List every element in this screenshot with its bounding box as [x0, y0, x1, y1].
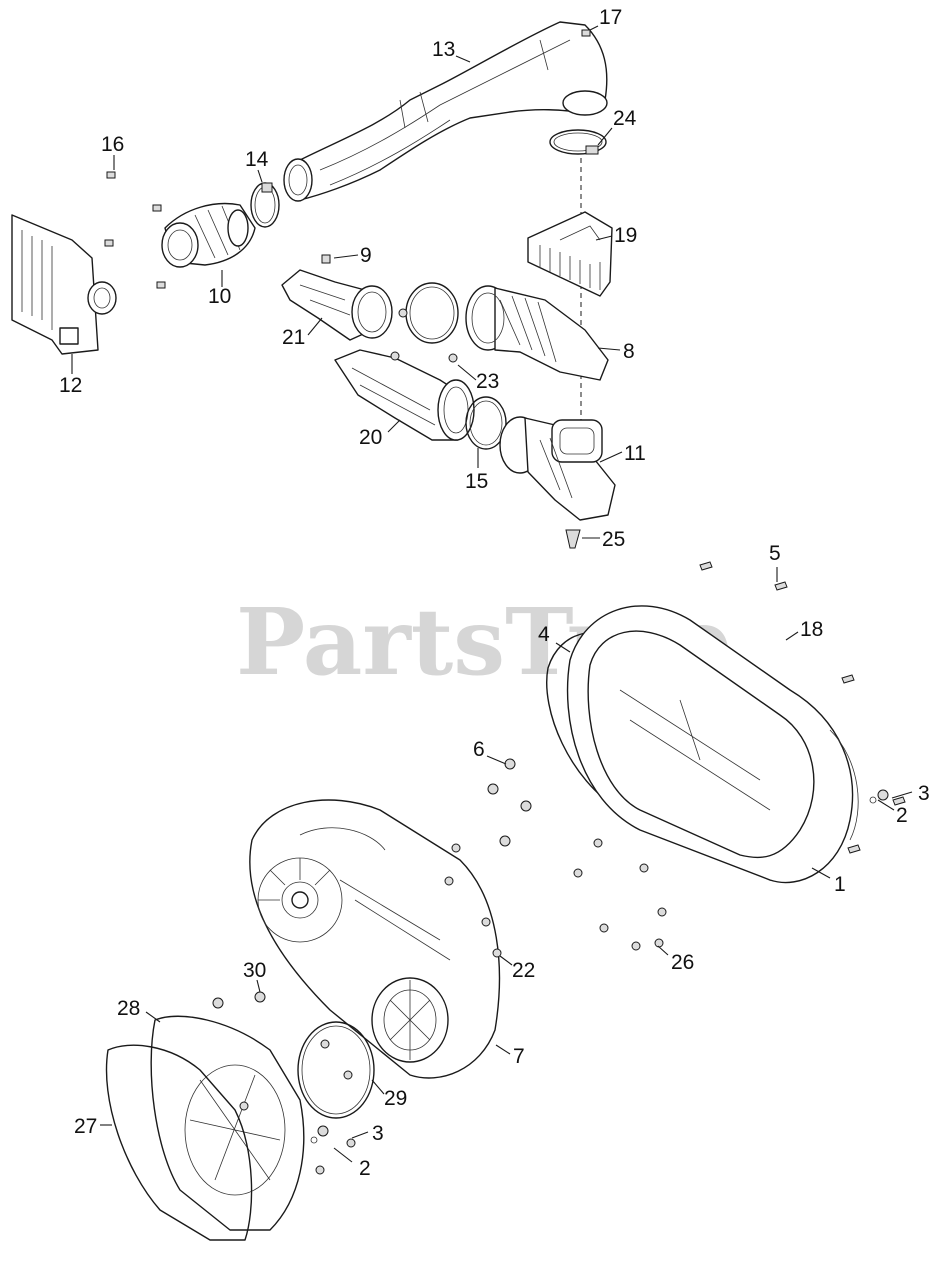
part-27-gasket[interactable] — [105, 1044, 253, 1241]
part-24-hose-clamp[interactable] — [549, 129, 607, 155]
callout-4[interactable]: 4 — [538, 623, 550, 646]
part-28-backing-plate[interactable] — [150, 1015, 305, 1231]
part-7-inner-clutch-cover[interactable] — [249, 799, 501, 1079]
part-11-intake-elbow[interactable] — [499, 416, 616, 521]
callout-28[interactable]: 28 — [117, 997, 140, 1020]
callout-10[interactable]: 10 — [208, 285, 231, 308]
part-13-intake-duct[interactable] — [283, 21, 608, 202]
part-19-screen[interactable] — [527, 211, 613, 297]
leader-lines — [71, 25, 913, 1163]
part-21-duct[interactable] — [281, 269, 393, 341]
part-ring-seal[interactable] — [405, 282, 459, 344]
part-20-duct[interactable] — [334, 349, 475, 441]
part-29-o-ring[interactable] — [297, 1021, 375, 1119]
callout-2b[interactable]: 2 — [359, 1157, 371, 1180]
callout-19[interactable]: 19 — [614, 224, 637, 247]
part-14-hose-clamp[interactable] — [250, 182, 280, 228]
part-25-plug[interactable] — [565, 529, 581, 549]
callout-27[interactable]: 27 — [74, 1115, 97, 1138]
part-8-outlet-duct[interactable] — [465, 285, 609, 381]
callout-labels: 17 13 16 14 24 19 9 10 12 21 8 23 20 15 … — [59, 6, 930, 1180]
callout-14[interactable]: 14 — [245, 148, 269, 171]
callout-2[interactable]: 2 — [896, 804, 908, 827]
callout-30[interactable]: 30 — [243, 959, 266, 982]
callout-24[interactable]: 24 — [613, 107, 637, 130]
small-hardware-lower[interactable] — [212, 561, 906, 1175]
callout-15[interactable]: 15 — [465, 470, 488, 493]
callout-26[interactable]: 26 — [671, 951, 694, 974]
callout-3b[interactable]: 3 — [372, 1122, 384, 1145]
callout-21[interactable]: 21 — [282, 326, 305, 349]
callout-16[interactable]: 16 — [101, 133, 124, 156]
callout-18[interactable]: 18 — [800, 618, 823, 641]
part-10-boot[interactable] — [161, 202, 256, 268]
callout-25[interactable]: 25 — [602, 528, 625, 551]
callout-6[interactable]: 6 — [473, 738, 485, 761]
callout-1[interactable]: 1 — [834, 873, 846, 896]
callout-12[interactable]: 12 — [59, 374, 82, 397]
callout-17[interactable]: 17 — [599, 6, 622, 29]
small-hardware-upper[interactable] — [104, 29, 591, 363]
callout-8[interactable]: 8 — [623, 340, 635, 363]
part-15-clamp[interactable] — [465, 396, 507, 450]
callout-3[interactable]: 3 — [918, 782, 930, 805]
callout-22[interactable]: 22 — [512, 959, 535, 982]
callout-7[interactable]: 7 — [513, 1045, 525, 1068]
part-1-outer-clutch-cover[interactable] — [566, 605, 859, 884]
callout-29[interactable]: 29 — [384, 1087, 407, 1110]
callout-13[interactable]: 13 — [432, 38, 455, 61]
part-12-air-box[interactable] — [11, 214, 117, 355]
callout-23[interactable]: 23 — [476, 370, 499, 393]
callout-11[interactable]: 11 — [624, 442, 646, 465]
callout-5[interactable]: 5 — [769, 542, 781, 565]
callout-9[interactable]: 9 — [360, 244, 372, 267]
callout-20[interactable]: 20 — [359, 426, 382, 449]
